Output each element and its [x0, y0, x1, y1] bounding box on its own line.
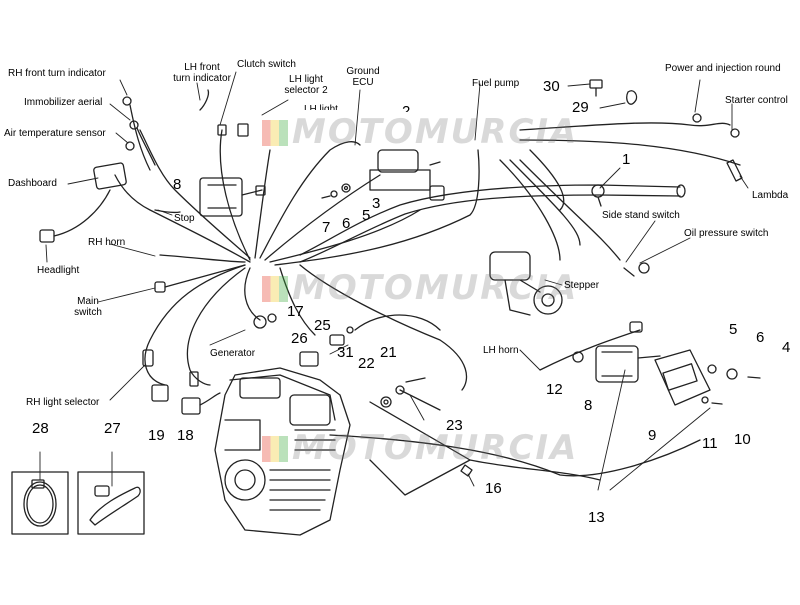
- label-lh-light-partial: LH light: [304, 104, 338, 110]
- watermark-flag-icon: [262, 120, 288, 146]
- cable-ties: [11, 471, 145, 535]
- label-rh-horn: RH horn: [88, 237, 126, 248]
- part-number-5-right: 5: [729, 321, 738, 338]
- part-number-2: 2: [402, 104, 410, 112]
- watermark-flag-icon: [262, 436, 288, 462]
- label-power-and-injection-round: Power and injection round: [665, 63, 781, 74]
- part-number-5-top: 5: [362, 207, 371, 224]
- part-number-6-top: 6: [342, 215, 351, 232]
- part-number-19: 19: [148, 427, 165, 444]
- watermark-bottom: MOTOMURCIA: [262, 428, 578, 468]
- label-main-switch-line2: switch: [74, 307, 102, 318]
- ecu-bracket: [321, 149, 445, 201]
- part-number-22: 22: [358, 355, 375, 372]
- label-air-temperature-sensor: Air temperature sensor: [4, 128, 106, 139]
- leader-lines: [39, 71, 749, 491]
- watermark-middle: MOTOMURCIA: [262, 268, 578, 308]
- part-number-9: 9: [648, 427, 657, 444]
- label-lambda: Lambda: [752, 190, 789, 201]
- label-headlight: Headlight: [37, 265, 80, 276]
- watermark-flag-icon: [262, 276, 288, 302]
- label-lh-front-turn-indicator-line2: turn indicator: [173, 73, 231, 84]
- relay-left: [199, 177, 266, 217]
- part-number-1: 1: [622, 151, 631, 168]
- label-rh-front-turn-indicator: RH front turn indicator: [8, 68, 106, 79]
- label-main-switch-line1: Main: [77, 296, 99, 307]
- part-number-18: 18: [177, 427, 194, 444]
- part-number-4: 4: [782, 339, 791, 356]
- part-number-12: 12: [546, 381, 563, 398]
- label-lh-light-selector-line2: selector 2: [284, 85, 328, 96]
- label-lh-light-selector-line1: LH light: [289, 74, 323, 85]
- label-generator: Generator: [210, 348, 256, 359]
- label-ground-ecu-line2: ECU: [352, 77, 374, 88]
- watermark-top: MOTOMURCIA: [262, 112, 578, 152]
- label-stop: Stop: [174, 213, 195, 224]
- label-starter-control: Starter control: [725, 95, 788, 106]
- screws: [589, 79, 603, 97]
- part-number-8-right: 8: [584, 397, 593, 414]
- label-dashboard: Dashboard: [8, 178, 57, 189]
- label-fuel-pump: Fuel pump: [472, 78, 520, 89]
- label-immobilizer-aerial: Immobilizer aerial: [24, 97, 103, 108]
- main-harness: [114, 122, 741, 266]
- front-left-components: [39, 89, 249, 367]
- part-number-27: 27: [104, 420, 121, 437]
- part-number-16: 16: [485, 480, 502, 497]
- label-lh-horn: LH horn: [483, 345, 519, 356]
- part-number-8-left: 8: [173, 176, 182, 193]
- part-number-17: 17: [287, 303, 304, 320]
- part-number-11: 11: [702, 435, 718, 452]
- right-components: [591, 90, 743, 333]
- part-number-7: 7: [322, 219, 331, 236]
- part-number-31: 31: [337, 344, 354, 361]
- throttle-body: [489, 251, 563, 316]
- part-number-21: 21: [380, 344, 397, 361]
- label-stepper: Stepper: [564, 280, 600, 291]
- label-rh-light-selector: RH light selector: [26, 397, 100, 408]
- label-ground-ecu-line1: Ground: [346, 66, 380, 77]
- part-number-3: 3: [372, 195, 381, 212]
- small-parts: [151, 313, 473, 496]
- label-clutch-switch: Clutch switch: [237, 59, 296, 70]
- part-number-25: 25: [314, 317, 331, 334]
- part-number-10: 10: [734, 431, 751, 448]
- label-lh-front-turn-indicator-line1: LH front: [184, 62, 220, 73]
- part-number-26: 26: [291, 330, 308, 347]
- part-number-29: 29: [572, 99, 589, 116]
- part-number-28: 28: [32, 420, 49, 437]
- engine-block: [214, 367, 351, 536]
- label-side-stand-switch: Side stand switch: [602, 210, 680, 221]
- part-number-30: 30: [543, 78, 560, 95]
- lower-branches: [144, 264, 701, 481]
- part-number-6-right: 6: [756, 329, 765, 346]
- label-oil-pressure-switch: Oil pressure switch: [684, 228, 769, 239]
- coil-assembly: [572, 345, 761, 406]
- part-number-23: 23: [446, 417, 463, 434]
- part-number-13: 13: [588, 509, 605, 526]
